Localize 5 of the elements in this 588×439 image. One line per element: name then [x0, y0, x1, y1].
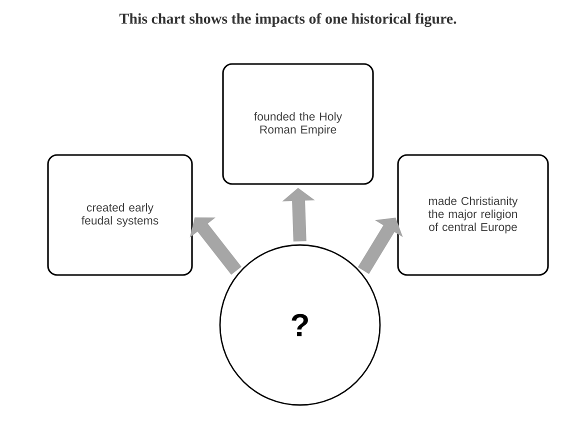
block-arrow — [190, 217, 242, 275]
rounded-box: created early feudal systems — [47, 154, 193, 276]
rounded-box: founded the Holy Roman Empire — [222, 63, 374, 185]
rounded-box: made Christianity the major religion of central Europe — [397, 154, 549, 276]
title: This chart shows the impacts of one historical figure. — [119, 13, 456, 27]
